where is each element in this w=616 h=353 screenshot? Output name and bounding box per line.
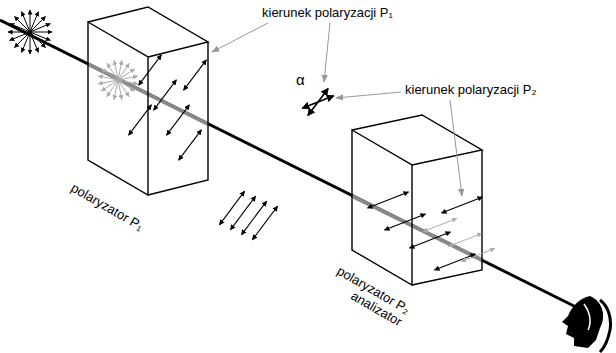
polarization-arrow <box>409 232 450 248</box>
polarization-arrow <box>10 24 51 41</box>
polarization-arrow <box>139 55 162 85</box>
faded-polarization-arrow <box>461 248 495 261</box>
polarization-arrow <box>129 105 152 135</box>
polarization-arrow <box>367 192 408 208</box>
polarization-arrow <box>154 80 177 110</box>
faded-polarization-arrow <box>98 76 137 84</box>
faded-polarization-arrow <box>448 233 482 246</box>
observer-icon <box>562 296 611 352</box>
leader-lines <box>212 23 462 196</box>
polarization-arrow <box>241 201 266 235</box>
polarization-arrow <box>252 206 277 240</box>
part-name: polaryzator P₁ <box>69 180 147 233</box>
analyzer-box <box>352 115 482 285</box>
polarization-arrow <box>441 197 482 213</box>
angle-symbol: α <box>296 72 305 87</box>
faded-polarization-arrow <box>98 76 137 84</box>
polarization-arrow <box>184 60 207 90</box>
polarization-arrow <box>384 214 425 230</box>
polarization-arrow <box>434 254 475 270</box>
polarization-arrow <box>230 196 255 230</box>
polarization-direction-label: kierunek polaryzacji P₂ <box>405 82 537 97</box>
polarization-arrow <box>219 191 244 225</box>
ray-in-analyzer <box>352 196 482 260</box>
polarization-arrow <box>179 130 202 160</box>
polarization-arrow <box>302 96 334 108</box>
faded-polarization-arrow <box>423 218 457 231</box>
polarization-arrows <box>8 10 495 270</box>
light-ray <box>0 20 588 313</box>
polarization-arrow <box>167 105 190 135</box>
polarizer-box <box>88 7 208 195</box>
polarization-direction-label: kierunek polaryzacji P₁ <box>262 5 393 20</box>
